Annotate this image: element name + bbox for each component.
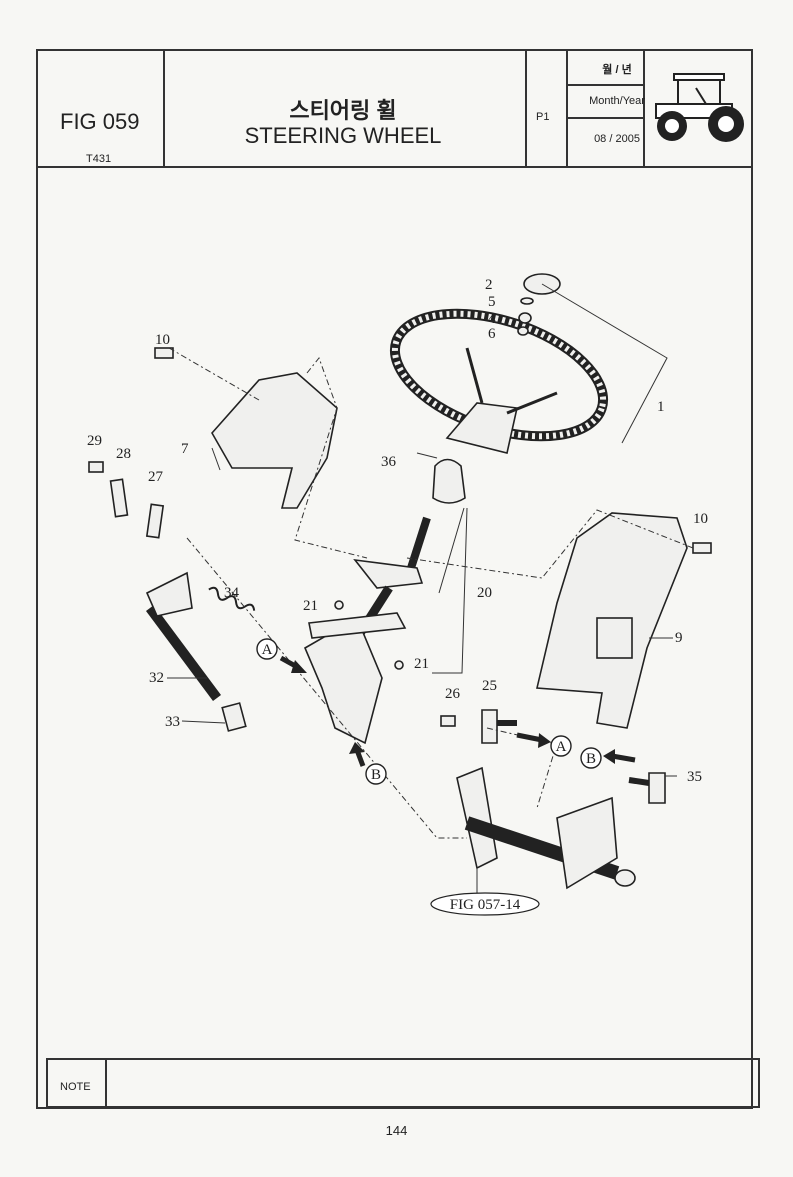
steering-cover-left	[211, 372, 338, 509]
callout-label: 32	[149, 670, 164, 686]
lock-washer	[520, 297, 534, 305]
month-year-label: Month/Year	[589, 95, 645, 107]
callout-label: 6	[488, 326, 496, 342]
cover-window	[596, 617, 633, 659]
direction-arrow	[603, 749, 636, 764]
return-spring	[208, 586, 256, 611]
model-code: T431	[86, 153, 112, 165]
callout-label: 10	[693, 511, 708, 527]
svg-text:FIG 057-14: FIG 057-14	[450, 897, 521, 913]
month-year-korean: 월 / 년	[602, 64, 632, 76]
page-number: 144	[385, 1123, 408, 1138]
marker-b: B	[580, 747, 602, 769]
header-divider	[163, 51, 165, 166]
callout-label: 21	[414, 656, 429, 672]
note-label: NOTE	[60, 1081, 91, 1093]
steering-wheel	[389, 308, 609, 454]
bolt-29	[88, 461, 104, 473]
bushing-21	[394, 660, 404, 670]
callout-label: 5	[488, 294, 496, 310]
steering-column	[303, 516, 431, 745]
callout-label: 25	[482, 678, 497, 694]
callout-label: 21	[303, 598, 318, 614]
lower-mount-assembly	[456, 766, 636, 890]
header-divider	[566, 51, 568, 166]
marker-b: B	[365, 763, 387, 785]
bracket-28	[109, 478, 129, 518]
svg-text:A: A	[556, 739, 567, 755]
header-block: FIG 059 T431 스티어링 휠 STEERING WHEEL P1 월 …	[36, 49, 753, 168]
callout-label: 33	[165, 714, 180, 730]
callout-label: 7	[181, 441, 189, 457]
title-english: STEERING WHEEL	[244, 123, 442, 148]
page-code: P1	[536, 111, 550, 123]
tilt-plate	[145, 571, 193, 617]
bolt-10	[692, 542, 712, 554]
direction-arrow	[349, 742, 366, 767]
lever-knob	[221, 702, 247, 732]
direction-arrow	[279, 655, 307, 673]
direction-arrow	[516, 732, 551, 748]
washer	[517, 326, 529, 336]
callout-label: 2	[485, 277, 493, 293]
callout-label: 35	[687, 769, 702, 785]
callout-label: 26	[445, 686, 461, 702]
steering-nut	[518, 312, 532, 324]
exploded-view-drawing: 1 2 4 5 6 7 9 10 10 20 21 21 25 26 27 28…	[87, 273, 712, 916]
callout-label: 10	[155, 332, 170, 348]
bushing-21	[334, 600, 344, 610]
callout-label: 20	[477, 585, 492, 601]
header-divider	[566, 117, 643, 119]
tractor-icon	[655, 73, 744, 142]
svg-text:A: A	[262, 642, 273, 658]
callout-label: 27	[148, 469, 164, 485]
bracket-27	[145, 503, 165, 539]
header-divider	[643, 51, 645, 166]
note-box: NOTE	[46, 1058, 760, 1108]
tilt-lever	[145, 605, 222, 701]
callout-label: 4	[488, 311, 496, 327]
bolt-10	[154, 347, 174, 359]
marker-a: A	[550, 735, 572, 757]
steering-boot	[432, 458, 466, 504]
figure-code: FIG 059	[60, 109, 140, 134]
marker-a: A	[256, 638, 278, 660]
callout-label: 36	[381, 454, 397, 470]
header-divider	[525, 51, 527, 166]
callout-label: 28	[116, 446, 131, 462]
svg-text:B: B	[586, 751, 596, 767]
pivot-pin-25	[481, 709, 498, 744]
callout-label: 9	[675, 630, 683, 646]
title-korean: 스티어링 휠	[289, 98, 397, 123]
callout-label: 29	[87, 433, 102, 449]
pivot-pin-35	[648, 772, 666, 804]
bolt-26	[440, 715, 456, 727]
revision-date: 08 / 2005	[594, 133, 640, 145]
svg-text:B: B	[371, 767, 381, 783]
figure-reference: FIG 057-14	[430, 892, 540, 916]
callout-label: 34	[224, 585, 240, 601]
callout-label: 1	[657, 399, 665, 415]
header-divider	[566, 84, 643, 86]
note-divider	[105, 1060, 107, 1106]
